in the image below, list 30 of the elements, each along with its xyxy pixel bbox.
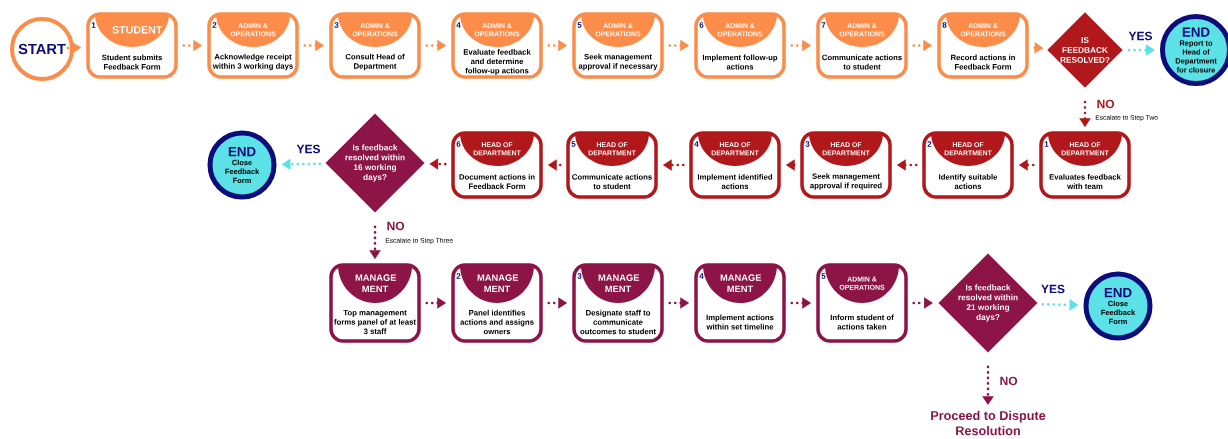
- edge-label: NO: [385, 220, 406, 232]
- step-number: 6: [456, 141, 461, 147]
- step-number: 8: [942, 22, 947, 28]
- outcome-text: Proceed to Dispute Resolution: [931, 410, 1046, 436]
- step-number: 5: [571, 141, 576, 147]
- step-number: 2: [456, 273, 461, 279]
- step-number: 5: [577, 22, 582, 28]
- role-badge: MANAGE MENT: [338, 265, 412, 303]
- role-badge: MANAGE MENT: [703, 265, 777, 303]
- step-number: 3: [805, 141, 810, 147]
- role-badge: STUDENT: [95, 14, 169, 47]
- step-number: 3: [334, 22, 339, 28]
- step-number: 1: [1044, 141, 1049, 147]
- role-badge: MANAGE MENT: [581, 265, 655, 303]
- edge-label: YES: [1127, 30, 1154, 42]
- edge-label: NO: [998, 375, 1019, 387]
- step-number: 2: [927, 141, 932, 147]
- step-number: 2: [212, 22, 217, 28]
- step-number: 3: [577, 273, 582, 279]
- edge-label: YES: [1039, 283, 1067, 295]
- step-number: 6: [699, 22, 704, 28]
- step-number: 1: [91, 22, 96, 28]
- step-number: 4: [456, 22, 461, 28]
- step-number: 4: [699, 273, 704, 279]
- step-number: 7: [821, 22, 826, 28]
- edge-label: YES: [295, 143, 322, 155]
- step-number: 4: [694, 141, 699, 147]
- edge-label: NO: [1095, 98, 1116, 110]
- step-number: 5: [821, 273, 826, 279]
- role-badge: MANAGE MENT: [460, 265, 534, 303]
